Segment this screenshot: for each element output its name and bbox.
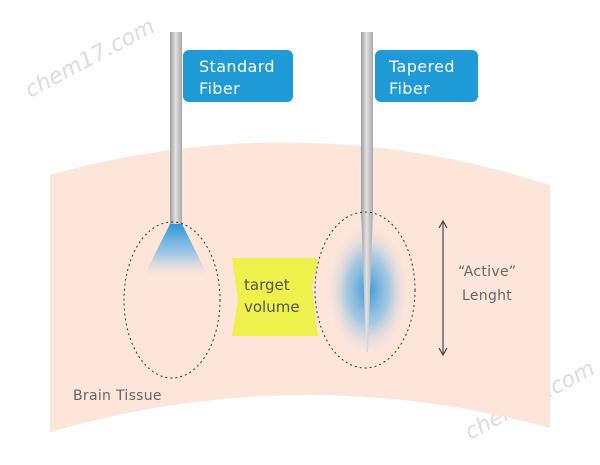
active-length-label-line2: Lenght <box>462 288 512 304</box>
target-volume-box <box>232 258 318 336</box>
standard-illumination-outline <box>123 221 221 379</box>
target-volume-line1: target <box>244 276 290 294</box>
standard-fiber-light-cone <box>142 224 210 280</box>
standard-fiber-label-line2: Fiber <box>199 79 240 98</box>
target-volume-line2: volume <box>244 298 300 316</box>
standard-fiber <box>170 32 182 224</box>
watermark-top-left: chem17.com <box>21 14 159 103</box>
tapered-fiber-label-line2: Fiber <box>389 79 430 98</box>
tapered-fiber-label-box <box>375 50 478 102</box>
brain-tissue-label: Brain Tissue <box>73 388 162 404</box>
tapered-illumination-outline <box>314 211 416 369</box>
standard-fiber-label-line1: Standard <box>199 57 275 76</box>
tapered-fiber <box>361 32 373 352</box>
active-length-arrow <box>438 219 448 357</box>
standard-fiber-label-box <box>183 50 293 102</box>
tapered-fiber-label-line1: Tapered <box>388 57 455 76</box>
active-length-label-line1: “Active” <box>458 264 516 280</box>
